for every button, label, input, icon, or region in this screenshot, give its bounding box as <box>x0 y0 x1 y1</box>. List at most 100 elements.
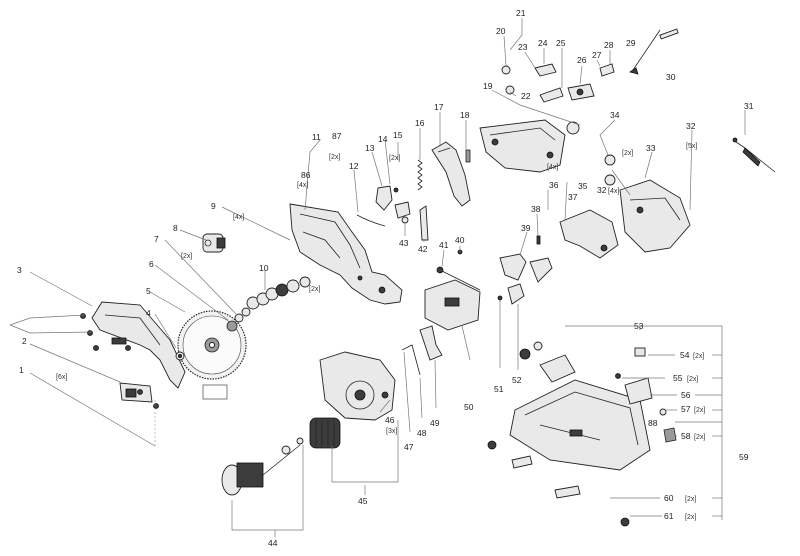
qty-58: [2x] <box>694 434 705 441</box>
linkage-part <box>497 283 525 305</box>
stator-part <box>309 417 341 449</box>
label-14: 14 <box>378 134 388 144</box>
label-19: 19 <box>483 81 493 91</box>
label-35: 35 <box>578 181 588 191</box>
clamp-parts <box>487 440 630 527</box>
label-51: 51 <box>494 384 504 394</box>
rod-part <box>401 344 421 376</box>
label-45: 45 <box>358 496 368 506</box>
label-27: 27 <box>592 50 602 60</box>
label-59: 59 <box>739 452 749 462</box>
switch-block-part <box>424 279 481 331</box>
label-41: 41 <box>439 240 449 250</box>
label-1: 1 <box>19 365 24 375</box>
label-4: 4 <box>146 308 151 318</box>
lever-assembly-part <box>499 235 553 283</box>
base-plate-part <box>509 347 677 471</box>
motor-housing-part <box>319 351 396 421</box>
label-52: 52 <box>512 375 522 385</box>
label-87: 87 <box>332 131 342 141</box>
bolt-part <box>401 205 429 241</box>
qty-87: [2x] <box>329 154 340 161</box>
label-24: 24 <box>538 38 548 48</box>
label-56: 56 <box>681 390 691 400</box>
qty-55: [2x] <box>687 376 698 383</box>
label-42: 42 <box>418 244 428 254</box>
spindle-washers <box>226 307 251 332</box>
qty-10: [2x] <box>309 286 320 293</box>
cover-housing-part <box>479 119 580 173</box>
leader-lines <box>9 18 746 537</box>
label-2: 2 <box>22 336 27 346</box>
label-36: 36 <box>549 180 559 190</box>
qty-86: [4x] <box>297 182 308 189</box>
label-30: 30 <box>666 72 676 82</box>
spring-part <box>417 159 423 191</box>
label-26: 26 <box>577 55 587 65</box>
label-53: 53 <box>634 321 644 331</box>
qty-57: [2x] <box>694 407 705 414</box>
label-5: 5 <box>146 286 151 296</box>
label-3: 3 <box>17 265 22 275</box>
qty-32-mid: [4x] <box>608 188 619 195</box>
qty-54: [2x] <box>693 353 704 360</box>
label-13: 13 <box>365 143 375 153</box>
label-20: 20 <box>496 26 506 36</box>
label-32-mid: 32 <box>597 185 607 195</box>
bearing-set-part <box>246 276 311 310</box>
label-40: 40 <box>455 235 465 245</box>
label-37: 37 <box>568 192 578 202</box>
label-43: 43 <box>399 238 409 248</box>
motor-cover-part <box>604 154 691 253</box>
label-16: 16 <box>415 118 425 128</box>
power-cable-part <box>732 137 776 173</box>
label-23: 23 <box>518 42 528 52</box>
label-7: 7 <box>154 234 159 244</box>
part-number-labels: 3 2 1 5 4 6 7 8 9 10 11 12 13 14 15 16 1… <box>17 8 754 548</box>
label-38: 38 <box>531 204 541 214</box>
armature-part <box>221 437 304 496</box>
handle-part <box>431 141 471 207</box>
label-39: 39 <box>521 223 531 233</box>
shaft-part <box>436 249 481 291</box>
label-15: 15 <box>393 130 403 140</box>
guard-plate-part <box>119 382 153 403</box>
label-11: 11 <box>312 132 321 142</box>
knob-part <box>519 341 543 360</box>
label-46: 46 <box>385 415 395 425</box>
label-88: 88 <box>648 418 658 428</box>
qty-7: [2x] <box>181 253 192 260</box>
qty-32-top: [5x] <box>686 143 697 150</box>
qty-36: [4x] <box>547 164 558 171</box>
label-57: 57 <box>681 404 691 414</box>
cord-part <box>629 28 679 75</box>
label-25: 25 <box>556 38 566 48</box>
label-61: 61 <box>664 511 674 521</box>
label-86: 86 <box>301 170 311 180</box>
label-31: 31 <box>744 101 754 111</box>
rear-handle-part <box>559 209 619 259</box>
quantity-tags: [6x] [2x] [4x] [2x] [2x] [5x] [4x] [2x] … <box>56 143 705 521</box>
label-12: 12 <box>349 161 359 171</box>
label-21: 21 <box>516 8 526 18</box>
main-housing-part <box>289 203 403 305</box>
label-49: 49 <box>430 418 440 428</box>
label-54: 54 <box>680 350 690 360</box>
qty-15: [2x] <box>389 155 400 162</box>
label-48: 48 <box>417 428 427 438</box>
brush-holder-part <box>202 233 226 253</box>
label-44: 44 <box>268 538 278 548</box>
lever-parts <box>356 185 411 227</box>
switch-parts <box>501 63 615 103</box>
label-18: 18 <box>460 110 470 120</box>
qty-34: [2x] <box>622 150 633 157</box>
label-8: 8 <box>173 223 178 233</box>
label-6: 6 <box>149 259 154 269</box>
label-58: 58 <box>681 431 691 441</box>
qty-46: [3x] <box>386 428 397 435</box>
label-50: 50 <box>464 402 474 412</box>
pin-part <box>465 149 471 163</box>
label-17: 17 <box>434 102 444 112</box>
